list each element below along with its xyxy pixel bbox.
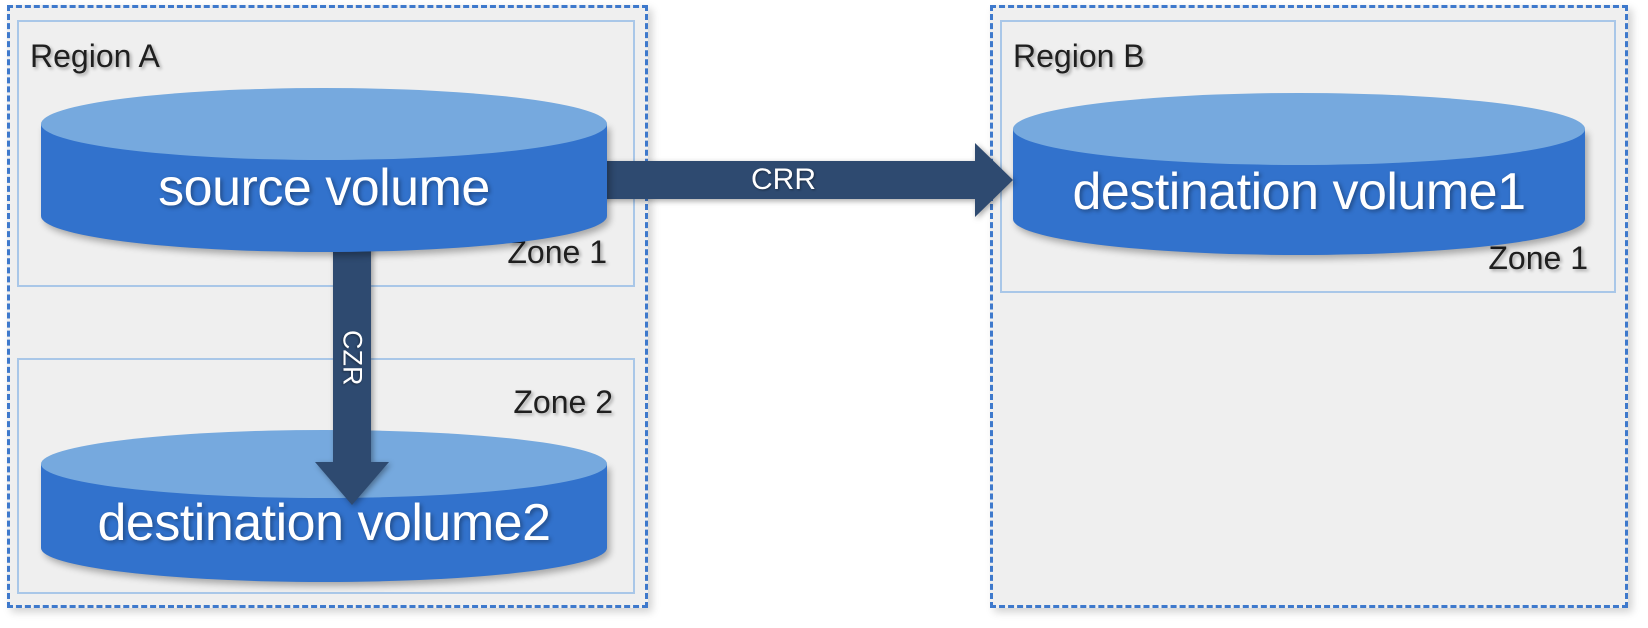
zone-a2-label: Zone 2 — [513, 384, 613, 420]
region-b-label: Region B — [1013, 38, 1145, 74]
destination-volume1-cylinder: destination volume1 — [1013, 93, 1585, 255]
destination-volume1-label: destination volume1 — [1072, 163, 1526, 221]
region-a-label: Region A — [30, 38, 160, 74]
destination-volume2-label: destination volume2 — [97, 494, 551, 552]
zone-b1-label: Zone 1 — [1488, 240, 1588, 276]
source-volume-cylinder: source volume — [41, 88, 607, 252]
cylinder-top — [41, 88, 607, 160]
source-volume-label: source volume — [158, 159, 490, 217]
zone-a2-box: Zone 2 — [17, 358, 635, 594]
czr-arrow — [315, 215, 389, 505]
czr-arrow-label: CZR — [337, 329, 368, 386]
zone-b1-box: Zone 1 — [1000, 20, 1616, 293]
crr-arrow-shape — [590, 143, 1013, 217]
czr-arrow-shape — [315, 215, 389, 505]
cylinder-top — [1013, 93, 1585, 165]
crr-arrow — [590, 143, 1013, 217]
crr-arrow-label: CRR — [751, 163, 816, 196]
